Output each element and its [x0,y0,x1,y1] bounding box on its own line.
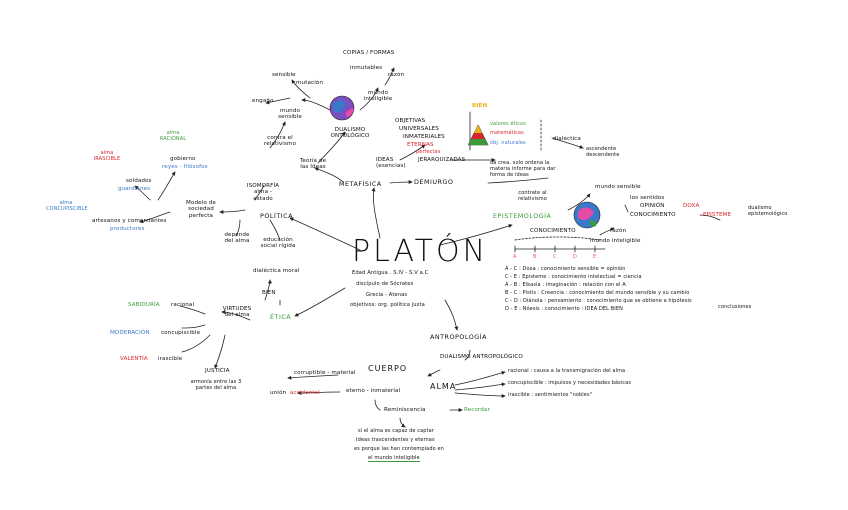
soldados: soldados [126,178,152,184]
doxa: DOXA [683,203,699,209]
valentia: VALENTÍA [120,356,148,362]
sabiduria: SABIDURÍA [128,302,160,308]
antropologia-label: ANTROPOLOGÍA [430,334,487,340]
dialectica-moral: dialéctica moral [253,268,299,274]
epist-item-4: B - C : Pístis : Creencia : conocimiento… [505,290,689,296]
metafisica-label: METAFÍSICA [339,181,382,187]
dualismo-ontologico: DUALISMO ONTOLÓGICO [326,127,374,140]
epist-item-6: D - E : Nóesis : conocimiento : IDEA DEL… [505,306,623,312]
etica-label: ÉTICA [270,314,291,320]
mundo-inteligible: mundo inteligible [362,90,394,103]
educacion-social: educación social rígida [258,237,298,250]
justicia: JUSTICIA [205,368,230,374]
dialectica-meta: dialéctica [553,136,581,142]
teoria-ideas: Teoría de las Ideas [298,158,328,171]
epistemologia-label: EPISTEMOLOGÍA [493,213,551,219]
ideas-esencias: IDEAS (esencias) [376,157,400,170]
engano: engaño [252,98,274,104]
union: unión [270,390,286,396]
dualismo-antropologico: DUALISMO ANTROPOLÓGICO [440,354,523,360]
inmateriales: INMATERIALES [403,134,445,140]
epist-mundo-sensible: mundo sensible [595,184,641,190]
conocimiento-line-label: CONOCIMIENTO [530,228,576,234]
productores: productores [110,226,145,232]
mutacion: mutación [296,80,323,86]
etica-bien: BIEN [262,290,276,296]
alma-concupiscible: alma CONCUPISCIBLE [46,200,86,213]
epist-mundo-inteligible: mundo inteligible [590,238,640,244]
demiurgo-desc: da crea. solo ordena la materia informe … [490,160,560,178]
alma-concupiscible-desc: concupiscible : impulsos y necesidades b… [508,380,631,386]
epist-contra-relativismo: contrate al relativismo [510,190,555,203]
mundo-inteligible-final: el mundo inteligible [368,455,420,462]
valentia-irascible: irascible [158,356,182,362]
epist-razon: razón [610,228,626,234]
corruptible-material: corruptible - material [294,370,356,376]
alma: ALMA [430,384,456,390]
artesanos: artesanos y comerciantes [92,218,167,224]
es-porque: es porque las han contemplado en [354,446,444,452]
opinion: OPINIÓN [640,203,665,209]
contra-relativismo: contra el relativismo [262,135,298,148]
alma-irascible-desc: irascible : sentimientos "nobles" [508,392,592,398]
reyes-filosofos: reyes - filósofos [162,164,208,170]
bien-top: BIEN [472,103,487,109]
epist-item-2: C - E : Episteme : conocimiento intelect… [505,274,642,280]
center-place: Grecia - Atenas [366,292,407,298]
moderacion-concupiscible: concupiscible [161,330,200,336]
seg-b: B [533,254,537,260]
gobierno: gobierno [170,156,196,162]
alma-racional: alma RACIONAL [158,130,188,143]
isomorfia: ISOMORFÍA alma - estado [245,183,281,202]
mundo-sensible: mundo sensible [276,108,304,121]
center-era: Edad Antigua . S.IV - S.V a.C [352,270,428,276]
seg-d: D [573,254,577,260]
demiurgo: DEMIURGO [414,179,453,185]
politica-label: POLÍTICA [260,213,293,219]
ideas-trascendentes: Ideas trascendentes y eternas [356,437,435,443]
conocimiento-right: CONOCIMIENTO [630,212,676,218]
perfectas: perfectas [416,149,440,155]
guardianes: guardianes [118,186,150,192]
eterno-inmaterial: eterno - inmaterial [346,388,400,394]
eternas: ETERNAS [407,142,434,148]
epist-conclusiones: conclusiones [718,304,751,310]
epist-item-3: A - B : Eikasía : imaginación : relación… [505,282,626,288]
epist-item-1: A - C : Doxa : conocimiento sensible = o… [505,266,626,272]
seg-a: A [513,254,517,260]
descendente: descendente [586,152,619,158]
alma-irascible: alma IRASCIBLE [92,150,122,163]
matematicas: matemáticas [490,130,524,136]
dualismo-epistemologico: dualismo epistemológico [748,205,788,218]
objetivas: OBJETIVAS [395,118,425,124]
center-disciple: discípulo de Sócrates [356,281,413,287]
episteme: EPISTEME [703,212,731,218]
depende-alma: depende del alma [222,232,252,245]
seg-c: C [553,254,557,260]
universales: UNIVERSALES [399,126,439,132]
accidental: accidental [290,390,320,396]
modelo-sociedad: Modelo de sociedad perfecta [180,200,222,219]
moderacion: MODERACIÓN [110,330,150,336]
cuerpo: CUERPO [368,366,407,372]
obj-naturales: obj. naturales [490,140,526,146]
recordar: Recordar [464,407,490,413]
justicia-desc: armonía entre las 3 partes del alma [186,379,246,392]
inmutables: inmutables [350,65,382,71]
central-title: PLATÓN [352,236,488,268]
copias-formas: COPIAS / FORMAS [343,50,394,56]
center-objective: objetivos: org. política justa [350,302,425,308]
epist-item-5: C - D : Diánoia : pensamiento : conocimi… [505,298,692,304]
los-sentidos: los sentidos [630,195,664,201]
si-alma: si el alma es capaz de captar [358,428,434,434]
alma-racional-desc: racional : causa a la transmigración del… [508,368,625,374]
razon-meta: razón [388,72,404,78]
virtudes-alma: VIRTUDES del alma [222,306,252,319]
sensible-text: sensible [272,72,296,78]
seg-e: E [593,254,596,260]
reminiscencia: Reminiscencia [384,407,426,413]
jerarquizadas: JERARQUIZADAS [418,157,465,163]
sabiduria-racional: racional [171,302,194,308]
valores-eticos: valores éticos [490,121,526,127]
